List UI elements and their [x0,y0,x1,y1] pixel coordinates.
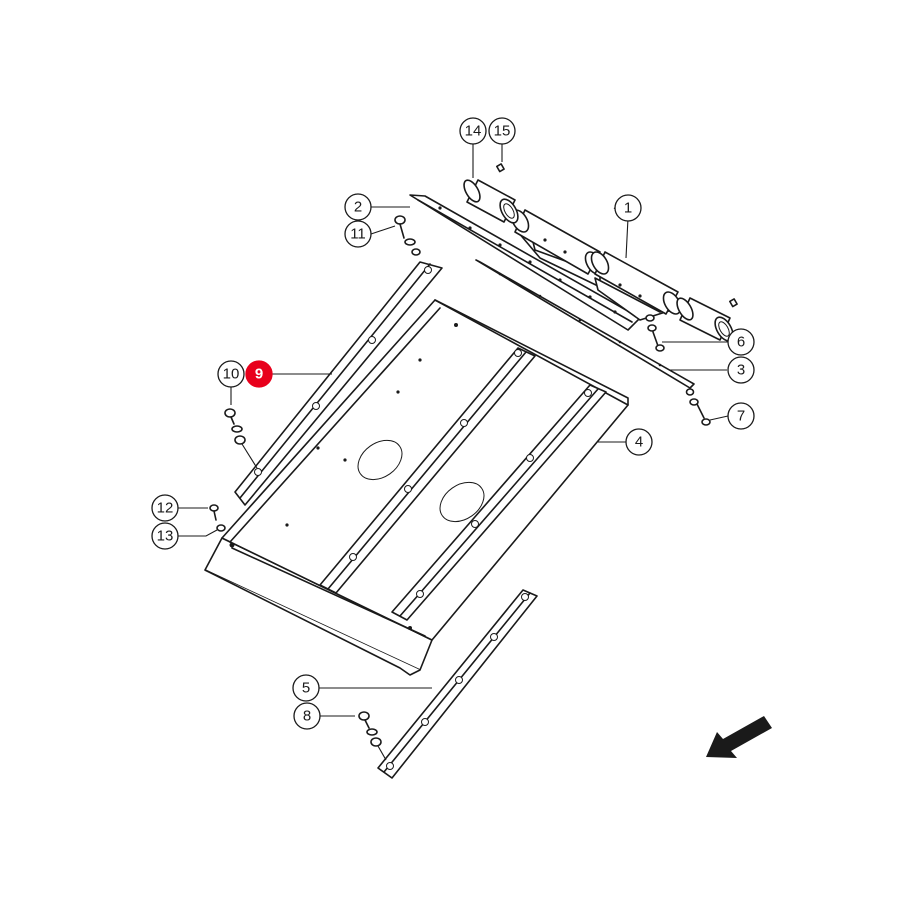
leader-lines [178,144,729,717]
svg-text:1: 1 [624,200,632,217]
callout-15[interactable]: 15 [488,117,516,145]
callout-8[interactable]: 8 [293,702,321,730]
callout-5[interactable]: 5 [292,674,320,702]
part-4-bottom-plate [204,299,629,676]
callout-14[interactable]: 14 [459,117,487,145]
svg-text:4: 4 [635,434,643,451]
callout-10[interactable]: 10 [217,360,245,388]
svg-text:13: 13 [157,528,174,545]
callout-4[interactable]: 4 [625,428,653,456]
svg-text:10: 10 [223,366,240,383]
svg-text:2: 2 [354,199,362,216]
part-12-screw [209,504,219,521]
part-7-bolt [685,388,711,426]
svg-text:14: 14 [465,123,482,140]
part-3-thin-bar [475,259,695,389]
svg-text:5: 5 [302,680,310,697]
part-10-bolt [224,408,258,469]
callout-2[interactable]: 2 [344,193,372,221]
callout-13[interactable]: 13 [151,522,179,550]
svg-text:8: 8 [303,708,311,725]
part-1-roller-bracket [510,209,682,321]
part-6-bolt [645,314,665,352]
svg-text:15: 15 [494,123,511,140]
part-13-washer [216,524,226,532]
callout-12[interactable]: 12 [151,494,179,522]
callout-6[interactable]: 6 [727,328,755,356]
part-11-bolt [394,215,421,256]
callout-7[interactable]: 7 [727,402,755,430]
svg-text:7: 7 [737,408,745,425]
callout-11[interactable]: 11 [344,220,372,248]
callout-1[interactable]: 1 [614,194,642,222]
part-14-roller [463,179,519,224]
svg-text:11: 11 [350,226,366,243]
arrow-down-left-icon [706,716,772,758]
part-8-bolt [358,711,387,761]
svg-text:6: 6 [737,334,745,351]
svg-text:12: 12 [157,500,174,517]
svg-text:3: 3 [737,362,745,379]
callout-9[interactable]: 9 [245,360,273,388]
roller-right [676,297,734,342]
callout-3[interactable]: 3 [727,356,755,384]
part-5-front-strip [377,589,538,779]
svg-text:9: 9 [255,366,263,383]
part-9-side-strip [234,261,443,506]
part-15-pin [495,163,738,308]
